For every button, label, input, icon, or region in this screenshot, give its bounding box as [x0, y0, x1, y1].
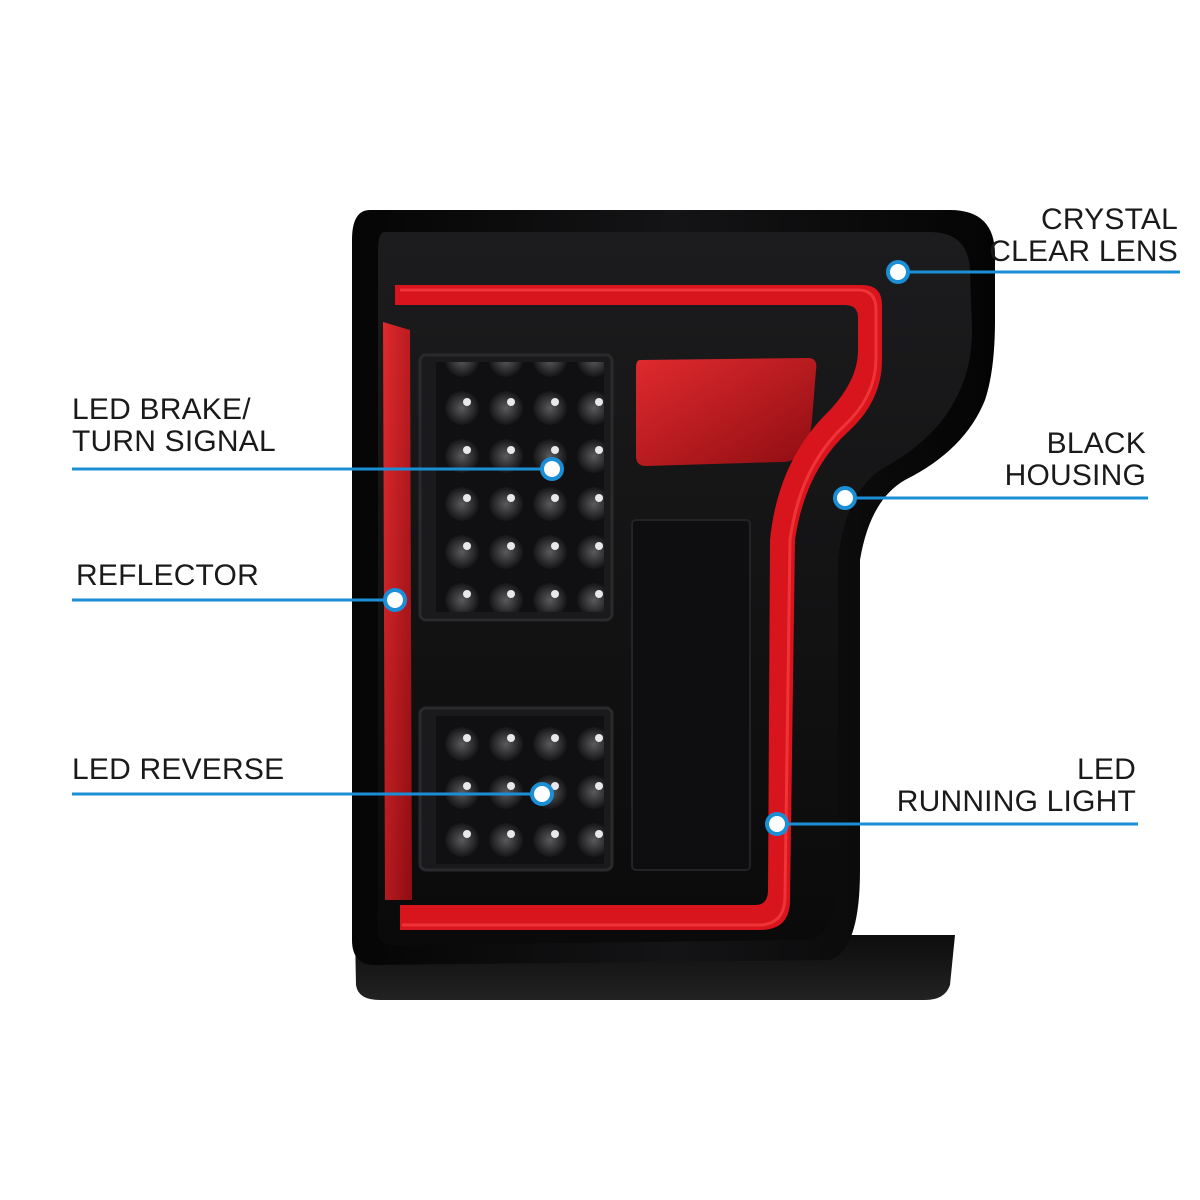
led-brake-turn-label-line1: LED BRAKE/ — [72, 393, 251, 426]
led-running-light-bar — [395, 285, 882, 930]
black-housing-marker — [833, 486, 857, 510]
black-housing-label: BLACK HOUSING — [1005, 428, 1146, 492]
led-running-light-marker — [765, 812, 789, 836]
led-reverse-label-line1: LED REVERSE — [72, 753, 285, 786]
crystal-clear-lens-label-line2: CLEAR LENS — [989, 235, 1178, 268]
reflector-label: REFLECTOR — [76, 560, 259, 592]
reflector-marker — [383, 588, 407, 612]
crystal-clear-lens-label: CRYSTAL CLEAR LENS — [989, 204, 1178, 268]
led-running-light-label: LED RUNNING LIGHT — [897, 754, 1136, 818]
led-brake-turn-marker — [540, 457, 564, 481]
led-brake-array — [436, 362, 604, 612]
led-reverse-marker — [530, 782, 554, 806]
led-running-light-label-line2: RUNNING LIGHT — [896, 785, 1136, 818]
led-reverse-label: LED REVERSE — [72, 754, 284, 786]
black-housing-label-line1: BLACK — [1046, 427, 1146, 460]
center-panel — [631, 519, 751, 871]
led-reverse-array — [436, 716, 604, 864]
crystal-clear-lens-marker — [886, 260, 910, 284]
led-brake-turn-label: LED BRAKE/ TURN SIGNAL — [72, 394, 276, 458]
reflector-label-line1: REFLECTOR — [76, 559, 259, 592]
led-running-light-label-line1: LED — [1077, 753, 1136, 786]
upper-red-reflector — [636, 358, 817, 466]
led-brake-turn-label-line2: TURN SIGNAL — [72, 425, 276, 458]
running-light-glow — [400, 288, 878, 927]
black-housing-label-line2: HOUSING — [1004, 459, 1146, 492]
crystal-clear-lens-label-line1: CRYSTAL — [1040, 203, 1178, 236]
